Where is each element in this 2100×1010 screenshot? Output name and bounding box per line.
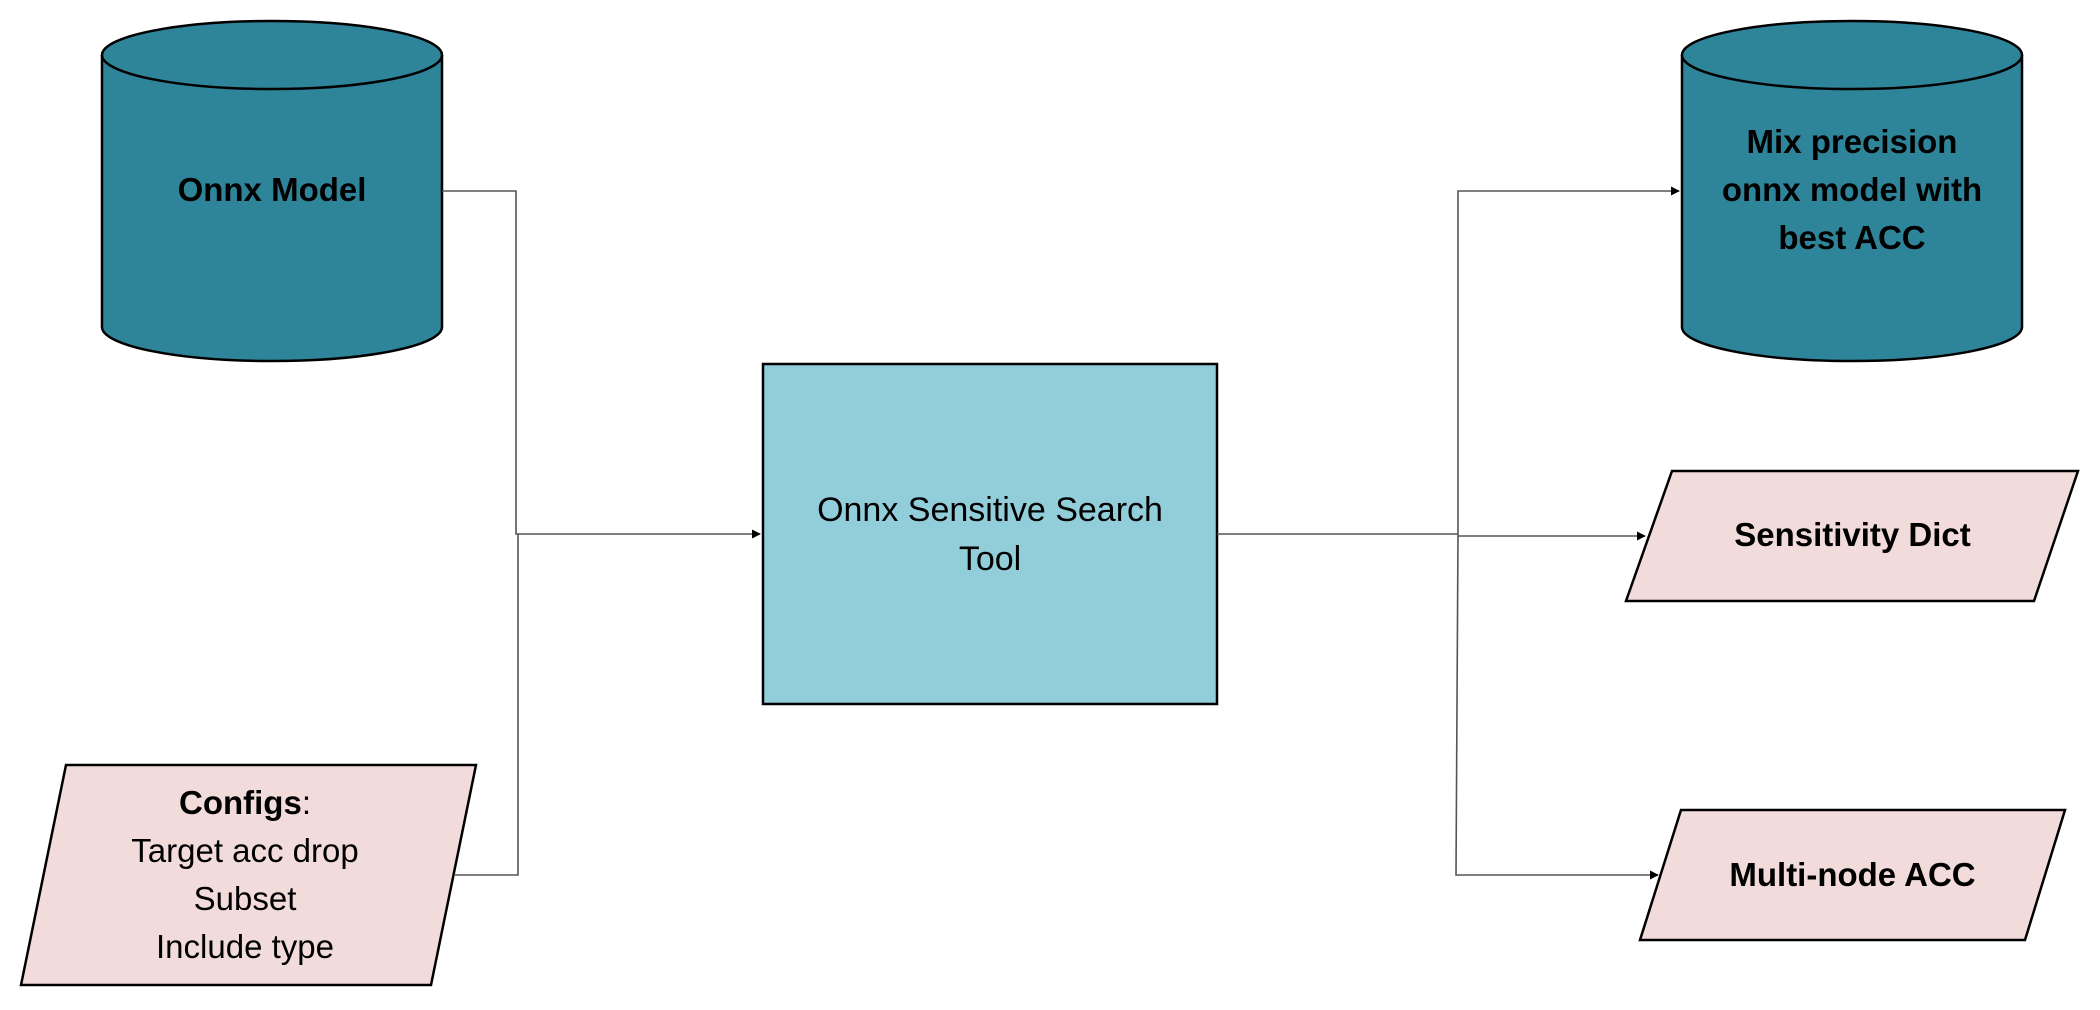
onnx-model-label: Onnx Model	[102, 150, 442, 230]
mix-precision-model-cylinder	[1680, 19, 2024, 363]
configs-line-include-type: Include type	[156, 927, 334, 965]
configs-title: Configs	[179, 784, 302, 822]
mix-model-line-3: best ACC	[1778, 218, 1926, 256]
configs-title-colon: :	[301, 784, 311, 822]
configs-label: Configs: Target acc drop Subset Include …	[60, 775, 430, 975]
connector-to-multi-node-acc	[1455, 533, 1659, 880]
connector-configs-to-tool	[454, 534, 519, 876]
sensitivity-dict-label: Sensitivity Dict	[1660, 500, 2045, 570]
multi-node-acc-text: Multi-node ACC	[1729, 856, 1976, 894]
configs-parallelogram	[19, 763, 478, 987]
onnx-model-text: Onnx Model	[177, 171, 367, 209]
mix-model-line-2: onnx model with	[1721, 171, 1983, 209]
sensitivity-dict-text: Sensitivity Dict	[1734, 516, 1971, 554]
tool-label-line-1: Onnx Sensitive Search	[817, 490, 1163, 529]
mix-model-line-1: Mix precision	[1746, 123, 1958, 161]
configs-line-subset: Subset	[193, 880, 297, 917]
configs-line-target-acc-drop: Target acc drop	[131, 832, 359, 870]
search-tool-box	[761, 362, 1219, 706]
onnx-model-cylinder	[100, 19, 444, 363]
tool-label: Onnx Sensitive Search Tool	[770, 480, 1210, 590]
mix-model-label: Mix precision onnx model with best ACC	[1682, 115, 2022, 265]
connectors	[442, 186, 1680, 880]
connector-onnx-model-to-tool	[442, 190, 761, 539]
connector-to-mix-model	[1457, 186, 1680, 534]
tool-label-line-2: Tool	[958, 540, 1022, 578]
sensitivity-dict-parallelogram	[1624, 469, 2080, 603]
configs-title-line: Configs:	[179, 779, 311, 827]
multi-node-acc-parallelogram	[1638, 808, 2067, 942]
multi-node-acc-label: Multi-node ACC	[1665, 840, 2040, 910]
